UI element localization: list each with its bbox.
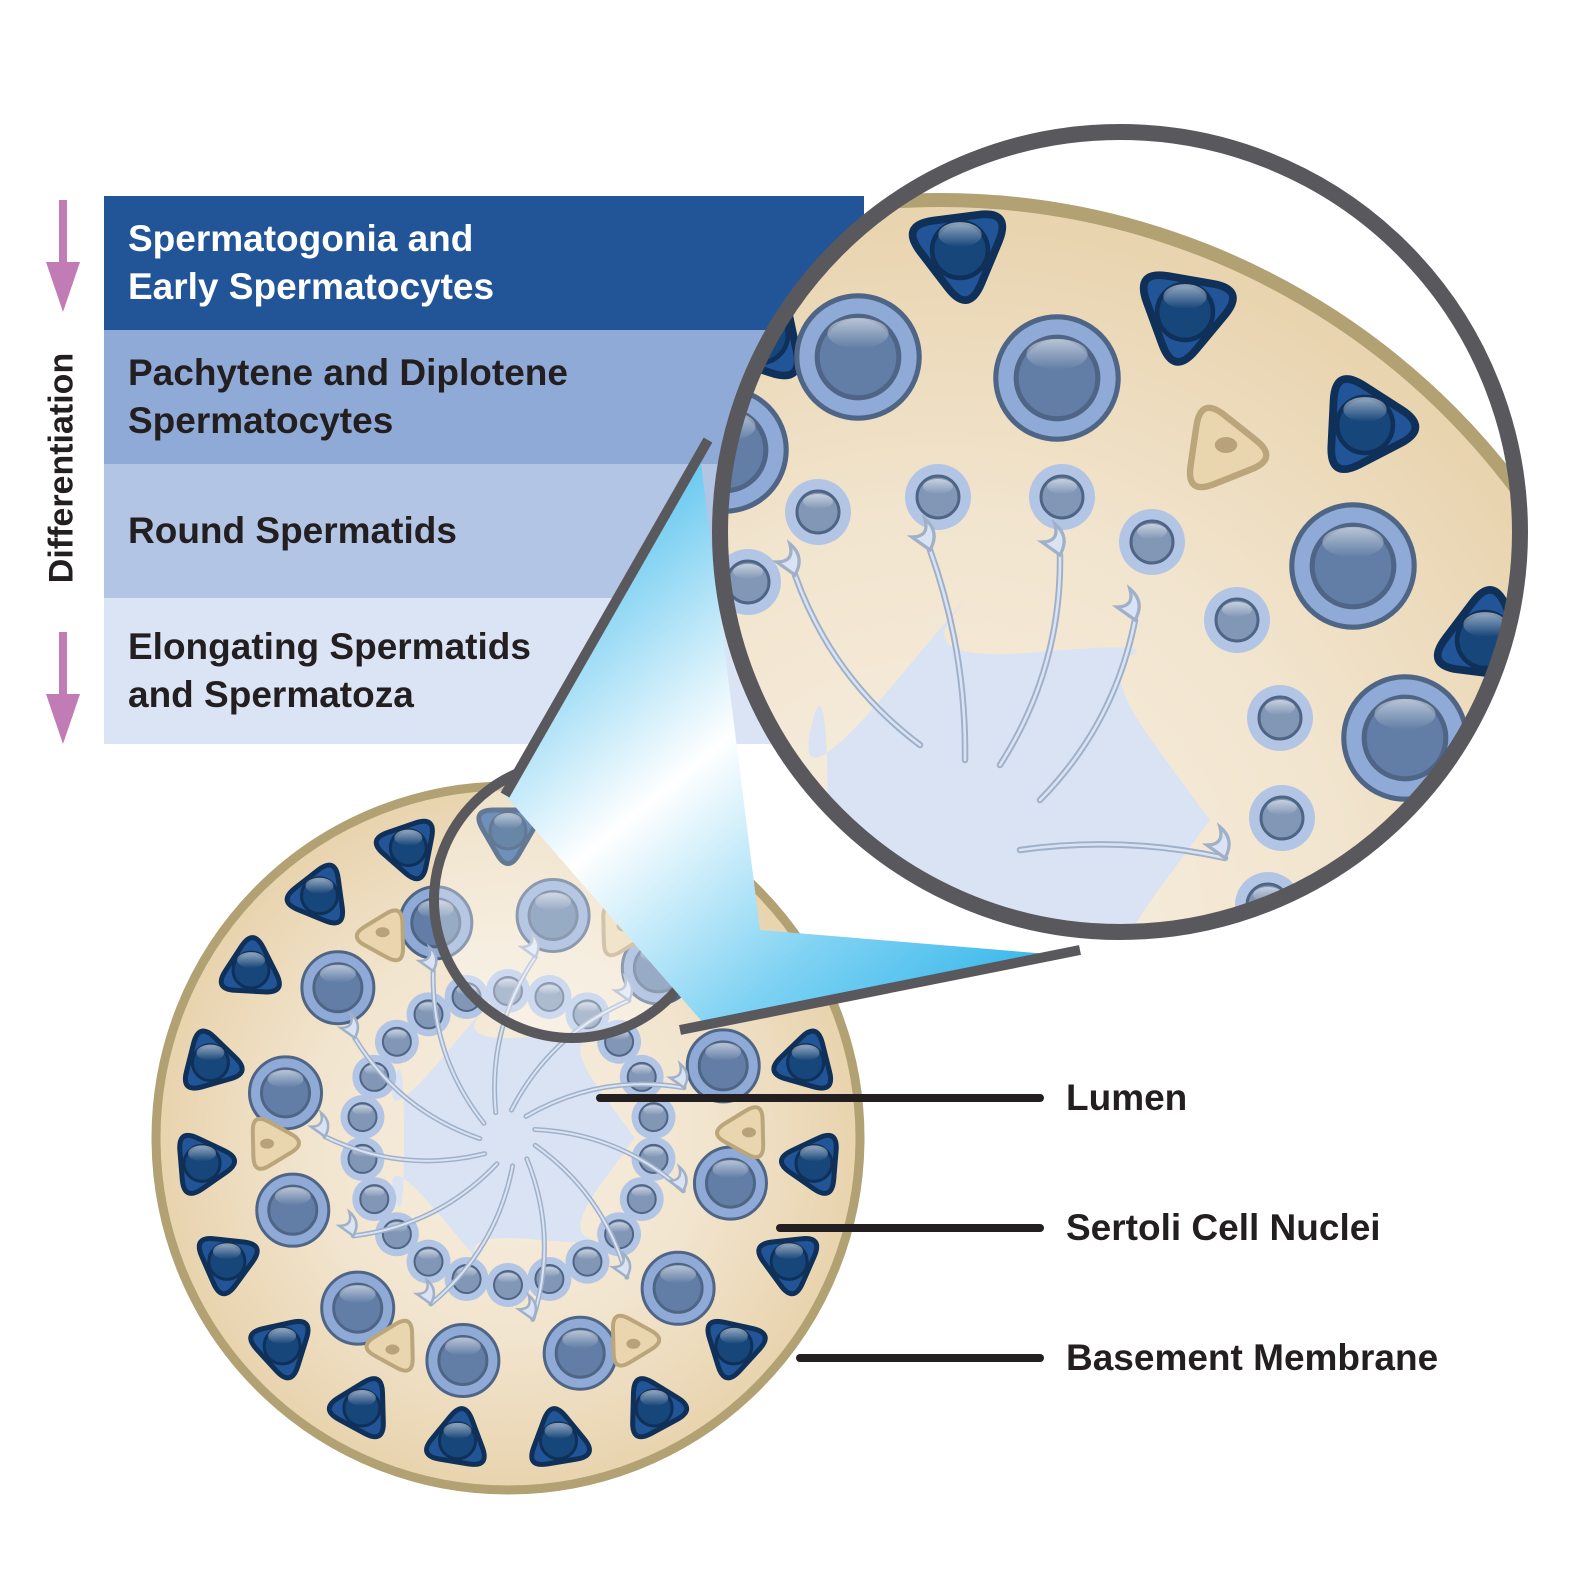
spermatid-head xyxy=(514,1291,538,1322)
spermatogonium xyxy=(326,1376,386,1440)
spermatogonium xyxy=(630,1376,690,1440)
round-spermatid xyxy=(565,1239,610,1284)
spermatocyte xyxy=(255,1172,331,1248)
spermatid-head xyxy=(665,1163,688,1193)
sertoli-cell xyxy=(715,1105,766,1160)
spermatogonium xyxy=(529,1406,592,1467)
round-spermatid xyxy=(352,1054,397,1099)
stage-label-line: Early Spermatocytes xyxy=(128,266,495,307)
spermatid-head xyxy=(415,943,438,973)
stage-label-line: Round Spermatids xyxy=(128,510,457,551)
spermatid-head xyxy=(412,1276,436,1306)
spermatogonium xyxy=(284,862,346,926)
spermatocyte xyxy=(685,1028,761,1104)
elongating-spermatid xyxy=(412,1163,516,1307)
stage-label-line: Pachytene and Diplotene xyxy=(128,352,568,393)
round-spermatid xyxy=(444,1257,489,1302)
sertoli-cell-nucleus xyxy=(741,1127,756,1138)
spermatogonium xyxy=(218,935,282,995)
spermatogonium xyxy=(373,818,435,882)
sertoli-cell-body xyxy=(250,1116,301,1171)
sertoli-cell-nucleus xyxy=(260,1138,275,1149)
elongating-spermatid xyxy=(532,1126,688,1194)
spermatocyte xyxy=(425,1322,501,1398)
stage-band-elongating-spermatids: Elongating Spermatids and Spermatoza xyxy=(104,598,864,744)
round-spermatid xyxy=(352,1177,397,1222)
spermatocyte xyxy=(692,1145,768,1221)
spermatogonium xyxy=(756,1236,820,1297)
callout-sertoli-cell-nuclei: Sertoli Cell Nuclei xyxy=(1066,1207,1381,1248)
spermatogonium xyxy=(771,1028,834,1091)
stage-label-line: Spermatogonia and xyxy=(128,218,474,259)
spermatocyte xyxy=(542,1315,618,1391)
sertoli-cell xyxy=(354,908,406,963)
elongating-spermatid xyxy=(307,1109,488,1164)
elongating-spermatid xyxy=(523,1060,689,1119)
round-spermatid xyxy=(374,1019,419,1064)
elongating-spermatid xyxy=(514,1156,547,1322)
round-spermatid xyxy=(619,1054,664,1099)
sertoli-cell-body xyxy=(715,1105,766,1160)
spermatocyte xyxy=(300,950,376,1026)
spermatocyte xyxy=(640,1250,716,1326)
sertoli-cell-nucleus xyxy=(385,1344,400,1355)
sertoli-cell xyxy=(250,1116,301,1171)
round-spermatid xyxy=(406,992,451,1037)
elongating-spermatid xyxy=(335,1161,500,1239)
round-spermatid xyxy=(340,1095,385,1140)
spermatogonium xyxy=(779,1132,839,1196)
round-spermatid xyxy=(486,1263,530,1307)
magnifier-lens xyxy=(429,757,715,1043)
round-spermatid xyxy=(631,1095,676,1140)
spermatogonium xyxy=(424,1406,487,1467)
spermatocyte xyxy=(248,1055,324,1131)
spermatid-head xyxy=(666,1060,689,1090)
round-spermatid xyxy=(406,1239,451,1284)
elongating-spermatid xyxy=(532,1142,632,1280)
callout-lumen: Lumen xyxy=(1066,1077,1188,1118)
spermatid-head xyxy=(608,1249,632,1280)
spermatid-head xyxy=(335,1208,358,1238)
spermatogonium xyxy=(248,1318,311,1381)
sertoli-cell-nucleus xyxy=(375,927,390,938)
round-spermatid xyxy=(527,1257,572,1302)
stage-label-line: and Spermatoza xyxy=(128,674,414,715)
sertoli-cell-nucleus xyxy=(626,1338,641,1349)
spermatogonium xyxy=(182,1028,245,1091)
spermatogonium xyxy=(196,1236,260,1297)
differentiation-axis-label: Differentiation xyxy=(42,352,81,584)
sertoli-cell xyxy=(364,1318,415,1373)
spermatid-head xyxy=(307,1109,330,1139)
stage-band-spermatogonia: Spermatogonia and Early Spermatocytes xyxy=(104,196,864,330)
spermatogonium xyxy=(177,1132,237,1196)
stage-band-pachytene: Pachytene and Diplotene Spermatocytes xyxy=(104,330,864,464)
round-spermatid xyxy=(619,1177,664,1222)
stage-band-round-spermatids: Round Spermatids xyxy=(104,464,864,598)
stage-label-line: Elongating Spermatids xyxy=(128,626,531,667)
spermatocyte xyxy=(320,1270,396,1346)
elongating-spermatid xyxy=(415,943,487,1126)
stage-label-line: Spermatocytes xyxy=(128,400,394,441)
spermatogonium xyxy=(705,1319,768,1381)
sertoli-cell xyxy=(610,1313,662,1368)
callout-basement-membrane: Basement Membrane xyxy=(1066,1337,1439,1378)
differentiation-arrow-top-icon xyxy=(46,200,80,312)
spermatid-head xyxy=(336,1010,360,1040)
differentiation-arrow-bottom-icon xyxy=(46,632,80,744)
elongating-spermatid xyxy=(336,1010,483,1142)
